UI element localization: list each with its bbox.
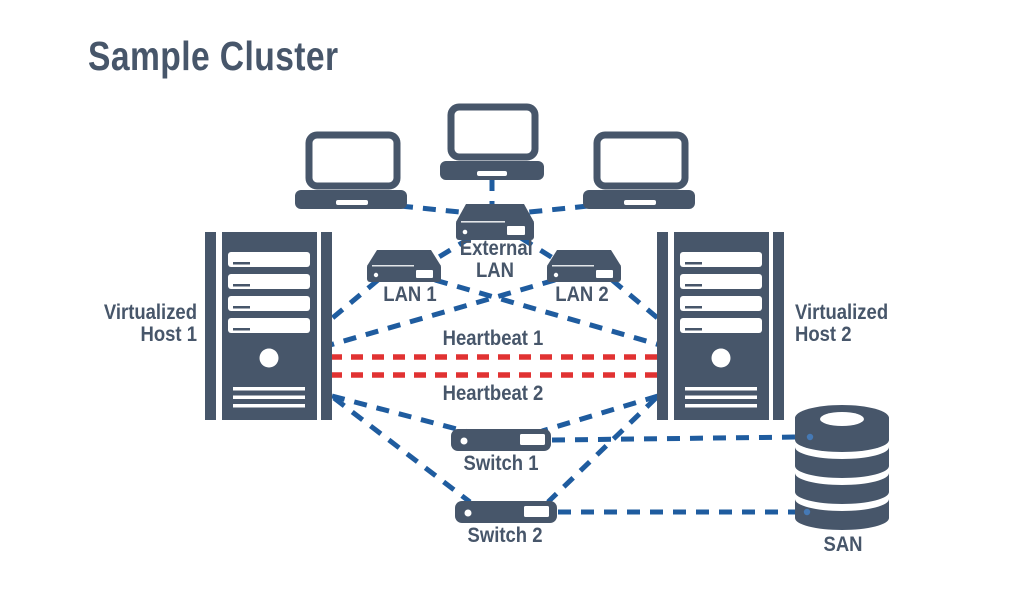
link-lan1-host2	[434, 277, 661, 348]
link-lan1-host1	[328, 278, 380, 322]
link-host1-switch2	[332, 396, 472, 504]
link-switch1-san	[551, 434, 801, 443]
link-lan2-host2	[610, 278, 662, 322]
link-external-lan-lan1	[432, 235, 472, 263]
lan2-icon	[547, 250, 621, 282]
switch2-label: Switch 2	[467, 524, 543, 547]
link-host1-switch1	[331, 393, 469, 435]
switch2-icon	[455, 501, 557, 523]
link-host2-switch1	[541, 393, 659, 434]
link-laptop-right-external-lan	[519, 203, 589, 216]
link-lan2-host1	[329, 277, 556, 348]
host2-icon	[657, 232, 784, 420]
external-lan-label: External LAN	[459, 237, 533, 282]
san-link-endpoint-top	[806, 433, 814, 441]
lan2-label: LAN 2	[555, 283, 609, 306]
san-link-endpoint-bottom	[803, 508, 811, 516]
link-external-lan-lan2	[519, 235, 558, 263]
laptop-left-icon	[295, 131, 407, 209]
heartbeat2-label: Heartbeat 2	[442, 382, 544, 405]
switch1-icon	[451, 429, 551, 451]
host1-label: Virtualized Host 1	[103, 301, 197, 346]
lan1-icon	[367, 250, 441, 282]
host1-icon	[205, 232, 332, 420]
san-label: SAN	[823, 533, 863, 556]
link-layer	[328, 178, 801, 515]
laptop-center-icon	[440, 103, 544, 180]
host2-label: Virtualized Host 2	[795, 301, 889, 346]
external-lan-icon	[456, 204, 534, 240]
diagram-title: Sample Cluster	[88, 33, 339, 79]
heartbeat1-label: Heartbeat 1	[442, 327, 544, 350]
laptop-right-icon	[583, 131, 695, 209]
link-host2-switch2	[546, 396, 658, 504]
switch1-label: Switch 1	[463, 452, 539, 475]
lan1-label: LAN 1	[383, 283, 437, 306]
san-icon	[795, 405, 889, 530]
link-laptop-left-external-lan	[399, 203, 471, 216]
